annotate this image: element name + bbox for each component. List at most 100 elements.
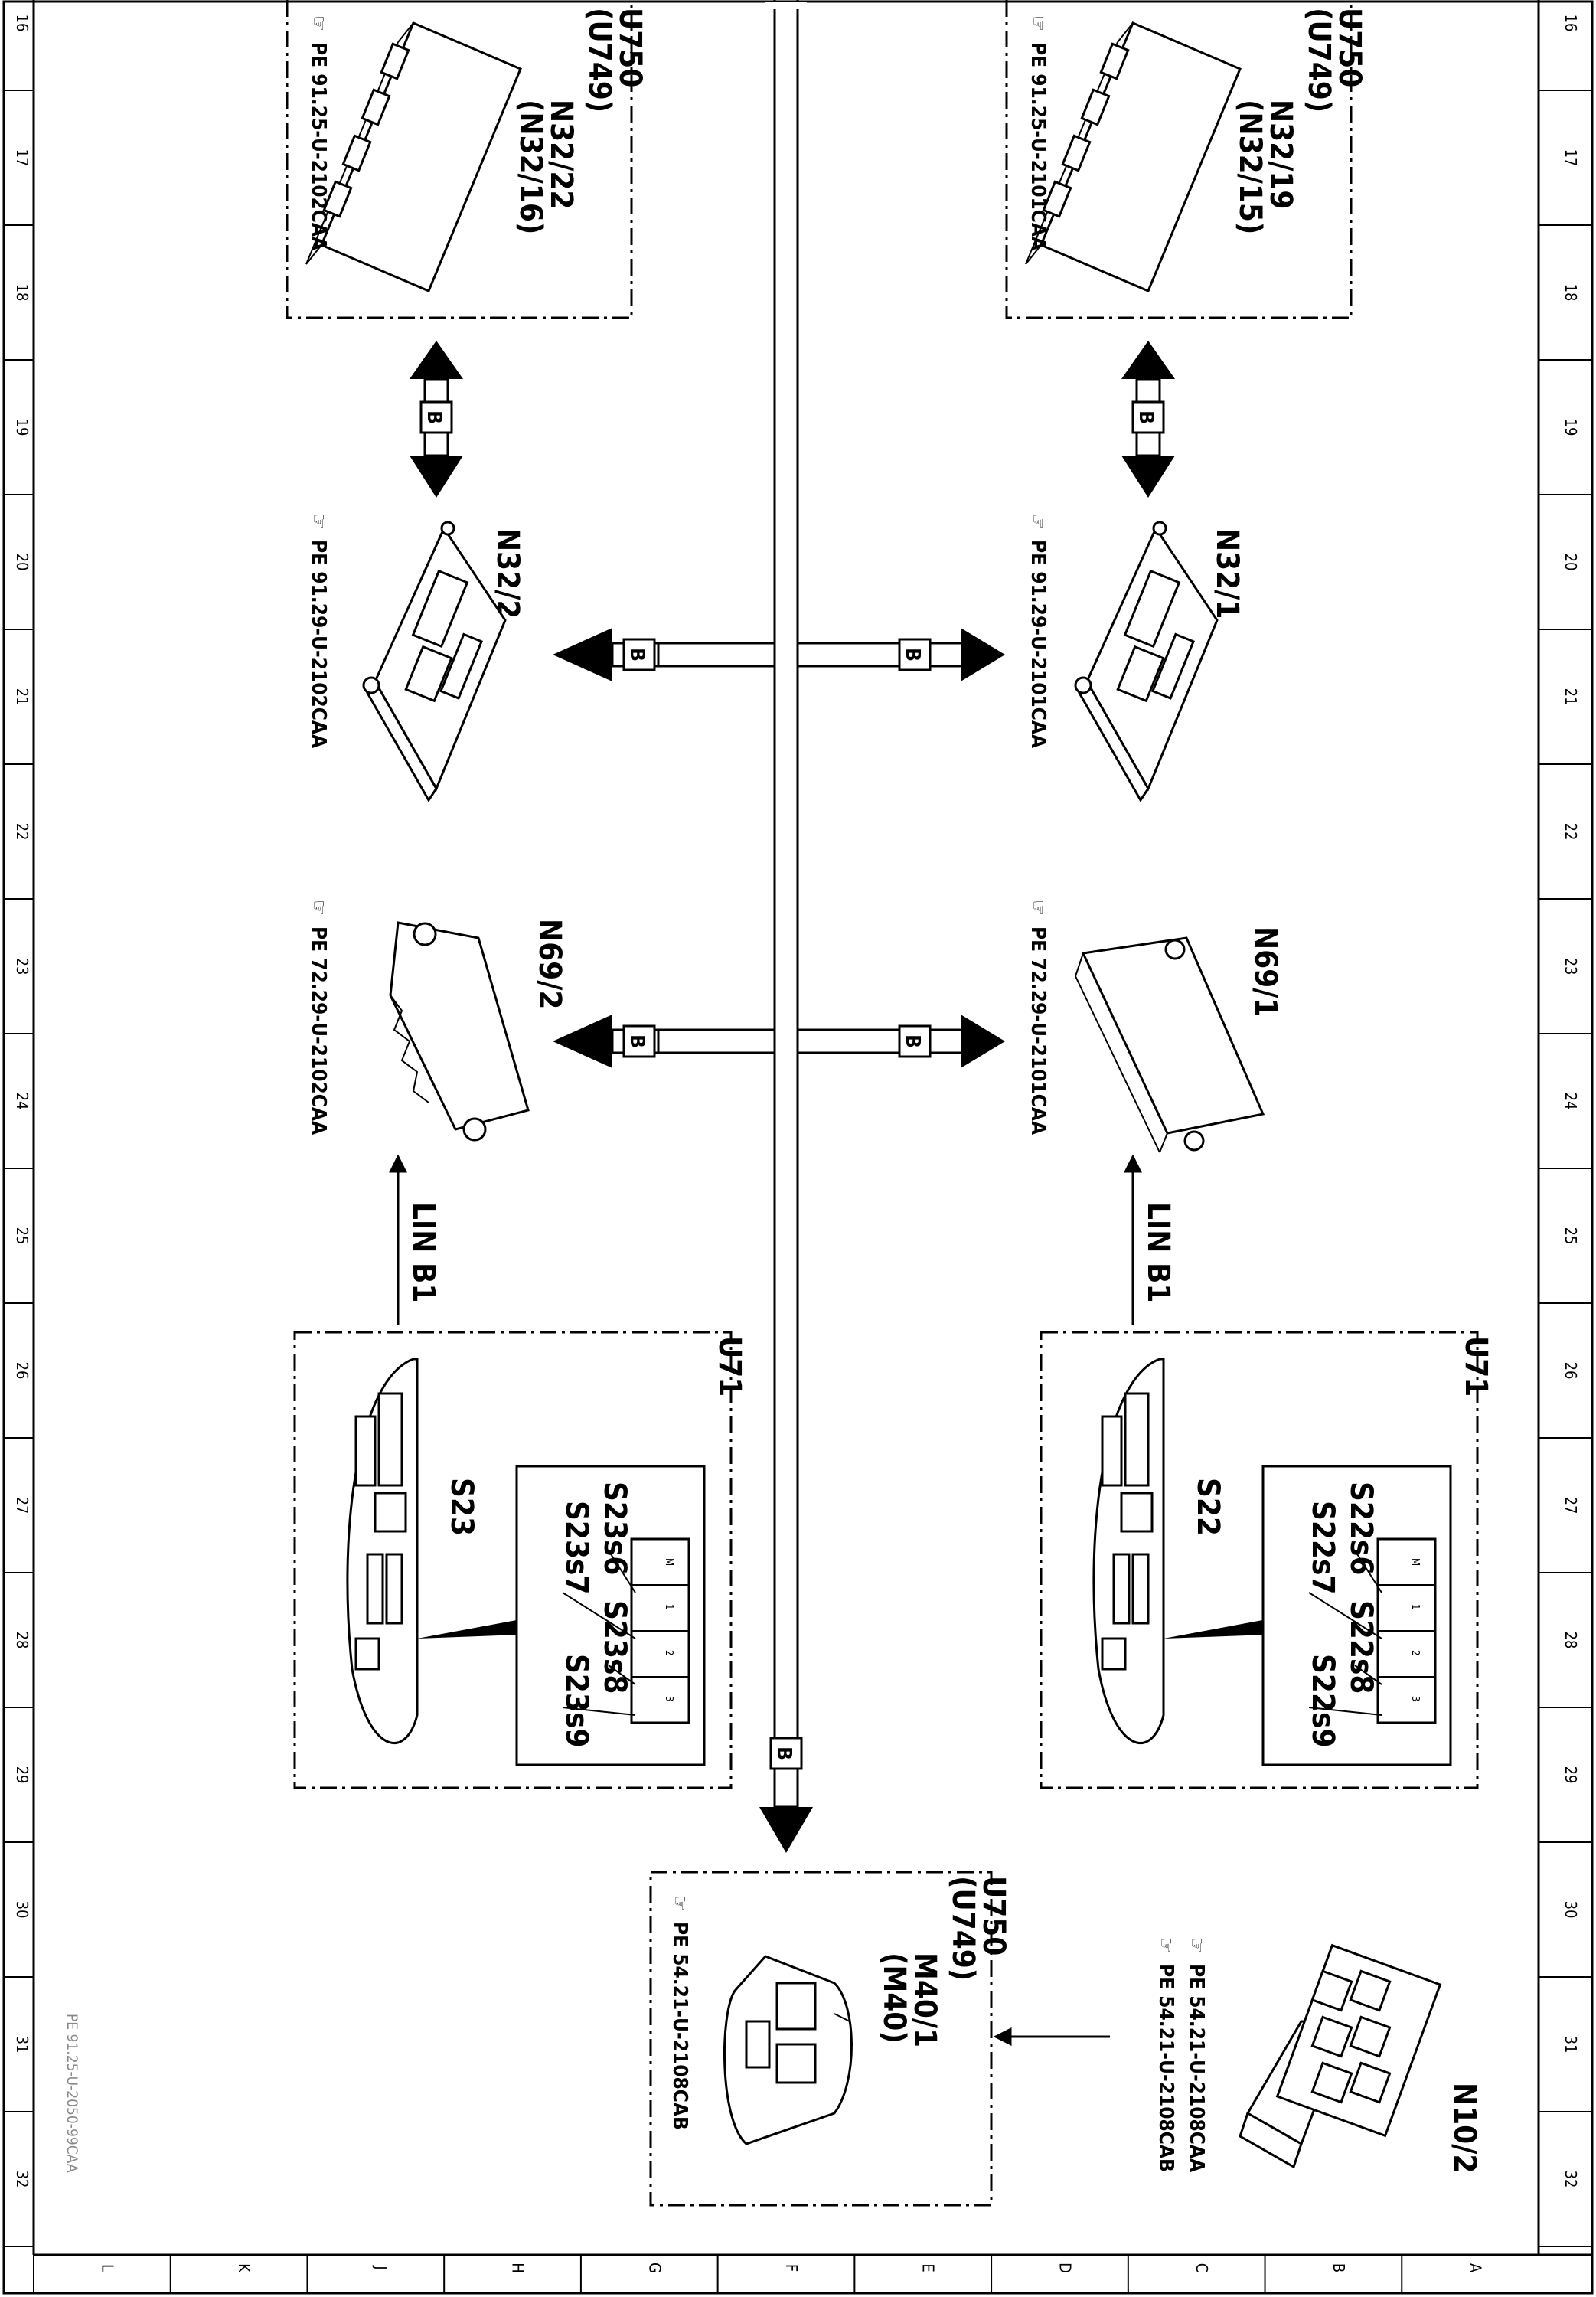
bus-label: B (625, 1034, 648, 1048)
ruler-letter: D (1056, 2263, 1074, 2273)
component-id-alt: (N32/15) (1232, 100, 1268, 234)
component-u71-right: U71 S22 M 1 2 3 S22s6 S22s7 (1040, 1331, 1493, 1789)
group-label-alt: (U749) (1301, 8, 1337, 113)
control-panel-icon (362, 521, 507, 802)
ruler-letter: H (509, 2263, 527, 2273)
ruler-number: 32 (1562, 2171, 1580, 2188)
component-n69-1: N69/1 ☞ PE 72.29-U-2101CAA (1026, 900, 1283, 1153)
fuse-box-icon (1239, 1943, 1442, 2169)
ruler-number: 20 (1562, 554, 1580, 571)
reference-code: PE 91.25-U-2101CAA (1026, 42, 1049, 250)
door-module-icon (1075, 936, 1265, 1153)
ref-icon: ☞ (307, 900, 330, 916)
ruler-letter: J (372, 2265, 390, 2269)
component-n32-2: N32/2 ☞ PE 91.29-U-2102CAA (307, 513, 525, 802)
ruler-ticks (4, 90, 1592, 2293)
group-label: U750 (612, 8, 648, 87)
ruler-number: 23 (1562, 958, 1580, 975)
component-m40-1-group: U750 (U749) M40/1 (M40) ☞ PE 54.21-U-210… (649, 1871, 1011, 2207)
ref-icon: ☞ (1154, 1937, 1177, 1953)
ruler-number: 28 (1562, 1632, 1580, 1649)
switch-s8-label: S22s8 (1343, 1600, 1379, 1694)
ruler-number: 16 (13, 15, 31, 32)
ruler-letter: E (919, 2263, 938, 2272)
switch-s7-label: S22s7 (1305, 1501, 1340, 1594)
ruler-number: 22 (13, 823, 31, 841)
drawing-number: PE 91.25-U-2050-99CAA (64, 2014, 80, 2173)
ruler-letter: B (1330, 2263, 1348, 2272)
switch-id: S23 (444, 1478, 479, 1536)
ruler-number: 24 (13, 1093, 31, 1110)
ruler-number: 26 (1562, 1362, 1580, 1380)
ecu-icon (1025, 21, 1242, 292)
ruler-number: 18 (13, 284, 31, 302)
bus-arrow-n32-1: B (898, 628, 1005, 681)
ruler-number: 18 (1562, 284, 1580, 302)
bus-arrow-right-vertical: B (1121, 341, 1175, 498)
switch-panel-icon (346, 1358, 521, 1744)
bus-label: B (901, 1034, 924, 1048)
ruler-number: 29 (13, 1766, 31, 1784)
reference-code: PE 54.21-U-2108CAB (668, 1922, 691, 2130)
component-id: N32/2 (490, 528, 525, 619)
bus-arrow-n69-1: B (898, 1015, 1005, 1068)
svg-text:3: 3 (663, 1696, 674, 1701)
component-id: N32/19 (1263, 100, 1298, 209)
switch-s9-label: S23s9 (559, 1654, 594, 1747)
component-n10-2: N10/2 ☞ PE 54.21-U-2108CAA ☞ PE 54.21-U-… (1154, 1937, 1482, 2173)
ref-icon: ☞ (668, 1895, 691, 1911)
bus-label: B (901, 648, 924, 662)
group-label: U750 (976, 1876, 1011, 1956)
ruler-letter: K (235, 2263, 253, 2273)
component-id-alt: (M40) (876, 1952, 912, 2044)
bus-label: B (625, 648, 648, 662)
can-bus-trunk (658, 0, 903, 1753)
ruler-number: 31 (1562, 2036, 1580, 2054)
component-n32-1: N32/1 ☞ PE 91.29-U-2101CAA (1026, 513, 1245, 802)
reference-code: PE 91.25-U-2102CAA (307, 42, 330, 250)
svg-text:M: M (663, 1558, 674, 1566)
group-label: U750 (1332, 8, 1367, 87)
ruler-number: 32 (13, 2171, 31, 2188)
component-id: N69/2 (532, 919, 567, 1009)
reference-code: PE 72.29-U-2101CAA (1026, 926, 1049, 1135)
component-n32-19-group: U750 (U749) N32/19 (N32/15) ☞ PE 91.25-U… (1005, 0, 1367, 319)
ruler-number: 30 (1562, 1901, 1580, 1919)
ruler-number: 24 (1562, 1093, 1580, 1110)
component-id: M40/1 (907, 1952, 942, 2047)
ruler-number: 31 (13, 2036, 31, 2054)
lin-label: LIN B1 (406, 1202, 441, 1302)
ruler-number: 21 (1562, 688, 1580, 706)
group-label-alt: (U749) (945, 1876, 981, 1981)
ruler-number: 27 (1562, 1497, 1580, 1514)
reference-code: PE 54.21-U-2108CAB (1154, 1964, 1177, 2172)
bus-label: B (423, 410, 446, 424)
ruler-number: 17 (1562, 149, 1580, 167)
reference-code: PE 54.21-U-2108CAA (1185, 1964, 1208, 2172)
svg-text:2: 2 (663, 1650, 674, 1655)
svg-text:M: M (1409, 1558, 1421, 1566)
ref-icon: ☞ (1185, 1937, 1208, 1953)
switch-s8-label: S23s8 (597, 1600, 632, 1694)
lin-connection-right: LIN B1 (1124, 1154, 1176, 1325)
group-label: U71 (1458, 1336, 1493, 1397)
switch-panel-icon (1092, 1358, 1267, 1744)
component-id: N32/22 (543, 100, 579, 209)
motor-icon (723, 1955, 853, 2145)
ref-icon: ☞ (1026, 513, 1049, 529)
ruler-number: 21 (13, 688, 31, 706)
ruler-number: 25 (13, 1227, 31, 1245)
ruler-number: 19 (13, 419, 31, 436)
ruler-number: 22 (1562, 823, 1580, 841)
svg-text:2: 2 (1409, 1650, 1421, 1655)
reference-code: PE 91.29-U-2101CAA (1026, 540, 1049, 748)
component-id: N32/1 (1209, 528, 1245, 619)
switch-s9-label: S22s9 (1305, 1654, 1340, 1747)
bus-arrow-n69-2: B (553, 1015, 660, 1068)
component-id: N10/2 (1447, 2083, 1482, 2173)
component-n32-22-group: U750 (U749) N32/22 (N32/16) ☞ PE 91.25-U… (286, 0, 648, 319)
ruler-number: 25 (1562, 1227, 1580, 1245)
